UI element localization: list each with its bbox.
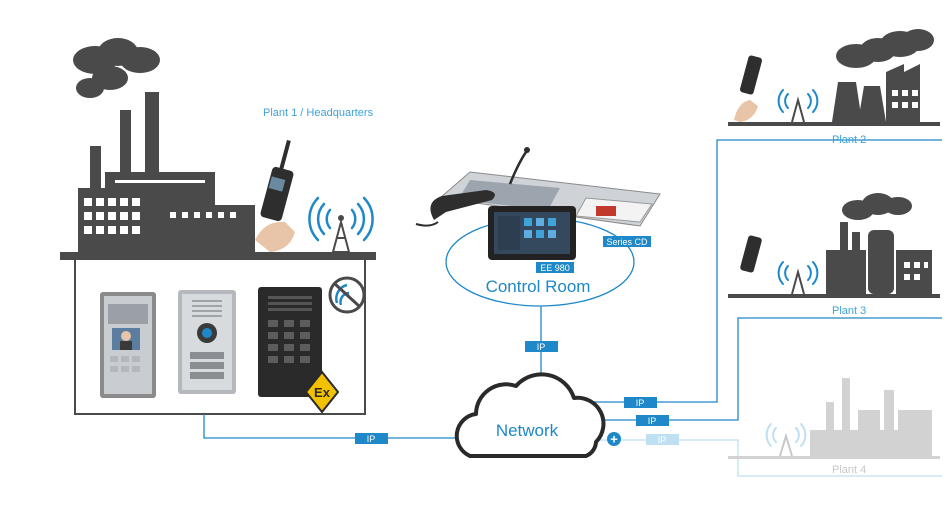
plus-glyph: + (610, 432, 618, 447)
ee980-tag: EE 980 (536, 262, 574, 273)
ex-certification-icon: Ex (304, 370, 340, 414)
ip-label: IP (658, 435, 667, 445)
antenna-tower-icon (308, 196, 374, 253)
plant2-label: Plant 2 (832, 134, 866, 146)
add-plus-icon: + (607, 432, 621, 447)
ip-tag-plant4: IP (646, 434, 679, 445)
hq-factory-illustration (60, 38, 376, 260)
door-station-ex (258, 287, 322, 397)
plant4-label: Plant 4 (832, 464, 866, 476)
ip-tag-plant2: IP (624, 397, 657, 408)
plant3-label: Plant 3 (832, 305, 866, 317)
ex-mark: Ex (314, 385, 331, 400)
hq-label: Plant 1 / Headquarters (263, 107, 374, 119)
control-console-illustration (415, 147, 661, 260)
radio-handset-icon (255, 139, 295, 252)
series-cd-tag: Series CD (603, 236, 651, 247)
door-station-video (100, 292, 156, 398)
plant3-illustration (728, 193, 940, 298)
hq-enclosure (74, 260, 366, 415)
ip-label: IP (648, 416, 657, 426)
ip-label: IP (636, 398, 645, 408)
ip-tag-plant3: IP (636, 415, 669, 426)
ee980-label: EE 980 (540, 263, 570, 273)
smoke-clouds (73, 38, 160, 98)
ip-label: IP (367, 434, 376, 444)
control-room-label: Control Room (486, 277, 591, 296)
ip-tag-hq: IP (355, 433, 388, 444)
ip-label: IP (537, 342, 546, 352)
network-cloud (454, 372, 606, 458)
ip-tag-control: IP (525, 341, 558, 352)
plant2-illustration (728, 29, 940, 126)
series-cd-label: Series CD (606, 237, 648, 247)
plant4-illustration (728, 378, 940, 459)
no-wireless-icon (328, 276, 366, 314)
network-label: Network (496, 421, 559, 440)
door-station-camera (178, 290, 236, 394)
